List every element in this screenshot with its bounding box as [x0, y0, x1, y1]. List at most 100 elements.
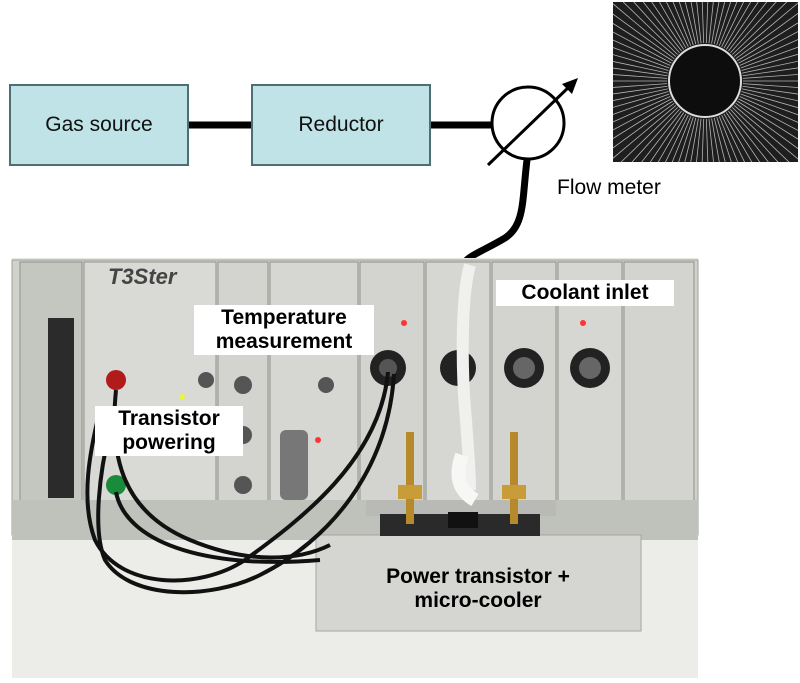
- coolant-inlet-callout: Coolant inlet: [496, 280, 674, 306]
- cooler-channel-line: [613, 13, 675, 59]
- cooler-channel-line: [613, 93, 670, 115]
- power-label-line1: Power transistor +: [386, 565, 570, 588]
- cooler-channel-line: [708, 2, 714, 44]
- transistor-powering-callout: Transistor powering: [95, 406, 243, 456]
- temperature-label-line2: measurement: [215, 330, 353, 353]
- cooler-channel-line: [613, 39, 671, 66]
- cooler-channel-line: [613, 96, 671, 123]
- cooler-channel-line: [613, 31, 672, 64]
- cooler-channel-line: [705, 118, 709, 162]
- cooler-channel-line: [737, 22, 798, 62]
- instrument-brand: T3Ster: [108, 264, 177, 289]
- cooler-channel-line: [716, 2, 732, 45]
- cooler-channel-line: [633, 2, 680, 54]
- temperature-measurement-callout: Temperature measurement: [194, 305, 374, 355]
- cooler-channel-line: [718, 2, 738, 46]
- cooler-channel-line: [613, 105, 677, 159]
- cooler-channel-line: [708, 118, 714, 162]
- gas-source-label: Gas source: [45, 113, 153, 136]
- cooler-channel-line: [613, 83, 668, 88]
- cooler-channel-line: [728, 2, 768, 52]
- cooler-channel-line: [732, 107, 790, 162]
- coolant-inlet-label: Coolant inlet: [521, 281, 649, 304]
- cooler-channel-line: [721, 2, 744, 48]
- cooler-channel-line: [737, 100, 798, 140]
- cooler-channel-line: [742, 60, 798, 74]
- cooler-channel-line: [742, 88, 798, 102]
- cooler-channel-line: [723, 2, 752, 49]
- transistor-label-line1: Transistor: [118, 407, 220, 430]
- cooler-channel-line: [658, 2, 687, 49]
- cooler-channel-line: [622, 2, 678, 55]
- cooler-channel-line: [649, 112, 685, 162]
- reductor-box: Reductor: [251, 84, 431, 166]
- cooler-channel-line: [701, 2, 705, 44]
- cooler-channel-line: [711, 2, 720, 44]
- cooler-channel-line: [613, 47, 670, 69]
- cooler-channel-line: [738, 98, 798, 131]
- cooler-channel-line: [740, 93, 798, 116]
- cooler-channel-line: [718, 116, 739, 162]
- cooler-channel-line: [671, 116, 692, 162]
- cooler-channel-line: [739, 39, 798, 66]
- cooler-channel-line: [705, 2, 709, 44]
- cooler-channel-line: [725, 2, 759, 50]
- cooler-channel-line: [666, 2, 689, 48]
- cooler-channel-line: [730, 108, 779, 162]
- cooler-channel-line: [741, 53, 798, 71]
- cooler-channel-line: [742, 85, 798, 95]
- cooler-channel-line: [672, 2, 692, 46]
- cooler-channel-line: [696, 2, 702, 44]
- cooler-channel-line: [613, 100, 673, 139]
- power-label-line2: micro-cooler: [414, 589, 542, 612]
- cooler-channel-line: [613, 61, 668, 74]
- cooler-channel-line: [613, 54, 669, 71]
- cooler-channel-line: [641, 110, 682, 162]
- cooler-channel-line: [741, 91, 798, 109]
- cooler-channel-line: [684, 2, 697, 45]
- cooler-channel-line: [711, 118, 720, 162]
- transistor-label-line2: powering: [122, 431, 216, 454]
- cooler-channel-line: [732, 2, 788, 55]
- cooler-channel-line: [701, 118, 705, 162]
- cooler-channel-line: [642, 2, 682, 52]
- cooler-channel-line: [730, 2, 777, 54]
- micro-cooler-image: [613, 2, 798, 162]
- flow-meter-label: Flow meter: [557, 176, 661, 199]
- cooler-channel-line: [613, 85, 668, 95]
- cooler-channel-line: [613, 23, 673, 62]
- cooler-channel-line: [733, 105, 798, 160]
- cooler-channel-line: [613, 3, 677, 57]
- cooler-channel-line: [620, 107, 678, 162]
- coolant-tube: [462, 159, 531, 265]
- cooler-channel-line: [631, 108, 680, 162]
- cooler-channel-line: [613, 74, 668, 79]
- cooler-channel-line: [690, 118, 699, 162]
- cooler-channel-line: [713, 2, 726, 45]
- reductor-label: Reductor: [298, 113, 384, 136]
- cooler-channel-line: [678, 117, 694, 162]
- cooler-channel-line: [735, 103, 798, 150]
- cooler-channel-line: [684, 117, 697, 162]
- cooler-channel-line: [725, 112, 761, 162]
- cooler-channel-line: [713, 117, 726, 162]
- cooler-channel-line: [728, 110, 769, 162]
- cooler-channel-line: [657, 113, 687, 162]
- temperature-label-line1: Temperature: [221, 306, 347, 329]
- cooler-channel-line: [696, 118, 702, 162]
- cooler-channel-line: [735, 12, 798, 59]
- power-transistor-callout: Power transistor + micro-cooler: [352, 564, 604, 614]
- cooler-channel-line: [690, 2, 699, 44]
- cooler-channel-line: [665, 114, 689, 162]
- cooler-channel-line: [613, 88, 668, 101]
- cooler-channel-line: [651, 2, 685, 50]
- cooler-channel-line: [613, 67, 668, 77]
- cooler-channel-line: [613, 103, 675, 149]
- cooler-channel-line: [738, 31, 798, 64]
- flow-meter-icon: [486, 78, 578, 167]
- cooler-channel-line: [742, 67, 798, 77]
- cooler-channel-line: [739, 96, 798, 123]
- cooler-channel-line: [742, 83, 798, 88]
- cooler-channel-line: [723, 113, 753, 162]
- gas-source-box: Gas source: [9, 84, 189, 166]
